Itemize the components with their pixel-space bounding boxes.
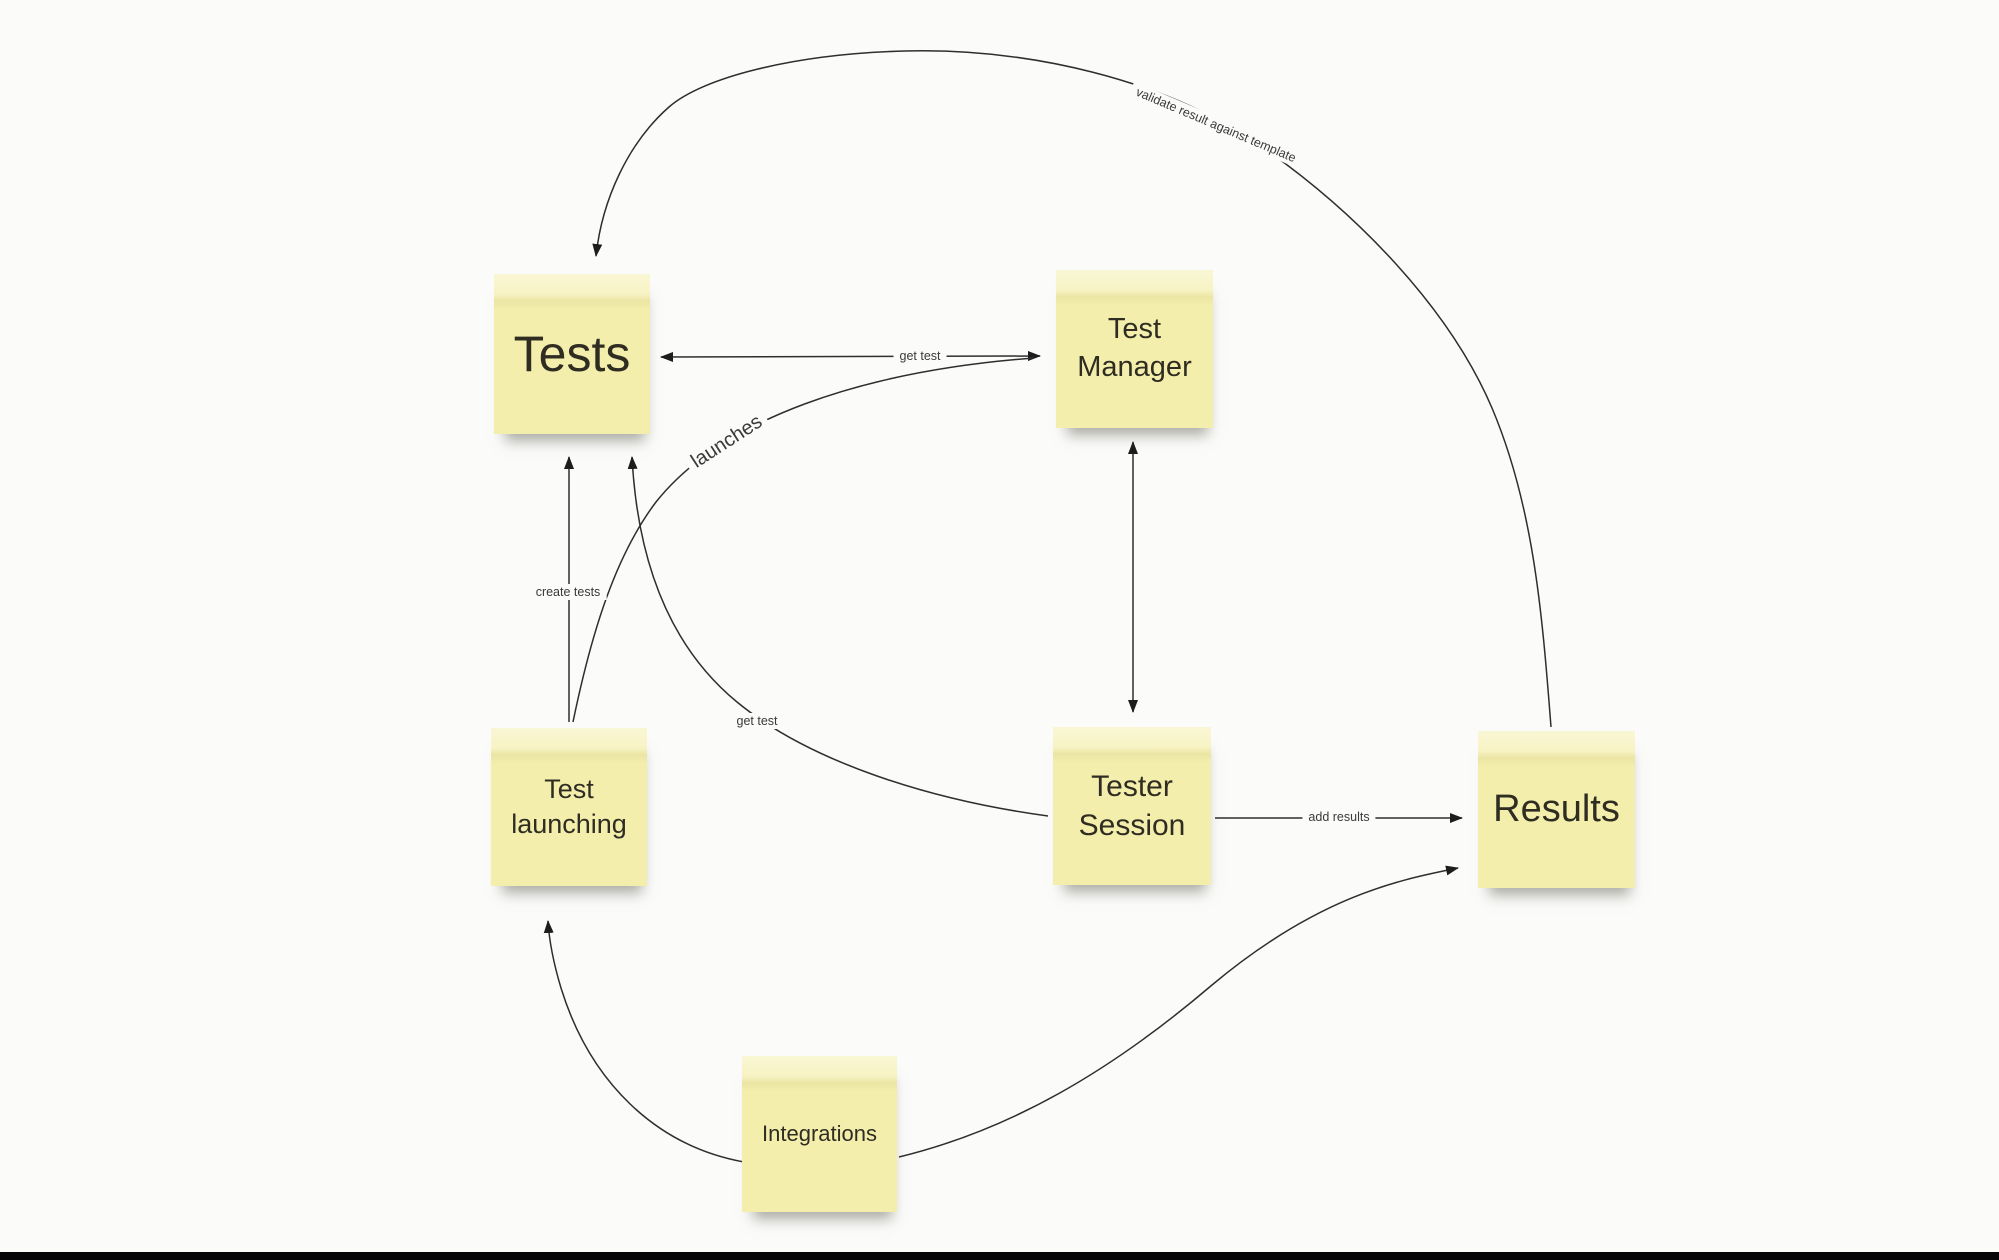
sticky-note-integrations[interactable]: Integrations [742, 1056, 897, 1212]
sticky-note-results[interactable]: Results [1478, 731, 1635, 888]
edge-integrations-results[interactable] [898, 865, 1459, 1158]
edge-integrations-launching[interactable] [543, 920, 745, 1163]
bottom-window-edge-bar [0, 1252, 1999, 1260]
edge-label-get-test-session[interactable]: get test [730, 713, 784, 729]
sticky-note-results-label: Results [1493, 787, 1620, 830]
sticky-note-integrations-label: Integrations [762, 1120, 877, 1146]
edge-label-get-test[interactable]: get test [893, 348, 947, 364]
sticky-note-tester-session[interactable]: Tester Session [1053, 727, 1211, 885]
sticky-note-tests-label: Tests [513, 325, 631, 382]
sticky-note-test-manager[interactable]: Test Manager [1056, 270, 1213, 428]
sticky-note-tests[interactable]: Tests [494, 274, 650, 434]
sticky-note-tester-session-label: Tester Session [1078, 770, 1186, 842]
edge-get-test[interactable] [660, 351, 1041, 362]
edge-get-test-session[interactable] [627, 456, 1049, 817]
edge-label-create-tests[interactable]: create tests [529, 584, 607, 600]
sticky-note-test-manager-label: Test Manager [1077, 313, 1192, 383]
sticky-note-test-launching-label: Test launching [511, 773, 627, 839]
edge-label-add-results[interactable]: add results [1302, 809, 1376, 825]
edge-launches[interactable] [572, 357, 1035, 723]
sticky-note-test-launching[interactable]: Test launching [491, 728, 647, 886]
